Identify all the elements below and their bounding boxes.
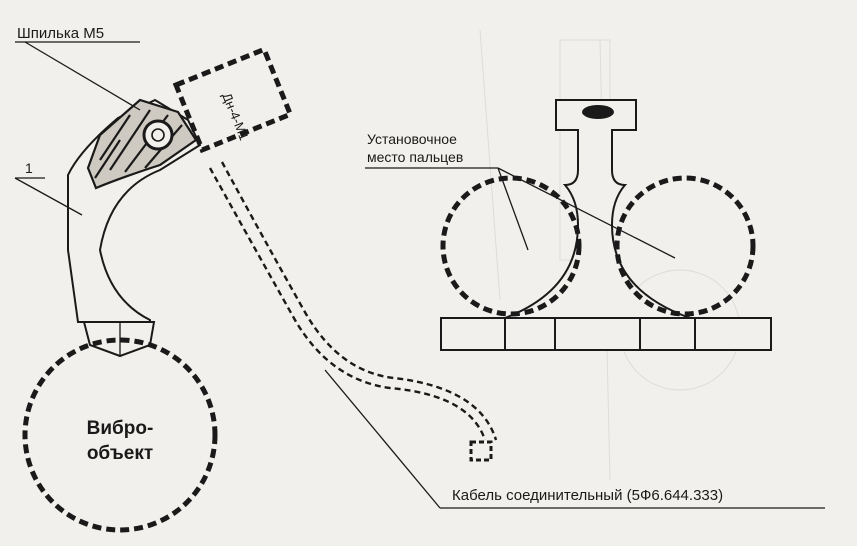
holder-bolt bbox=[582, 105, 614, 119]
mounting-label-line2: место пальцев bbox=[367, 149, 463, 165]
object-label-line1: Вибро- bbox=[87, 418, 154, 439]
stud-nut-inner bbox=[151, 128, 165, 142]
stud-leader bbox=[24, 41, 141, 111]
clamp-prism bbox=[82, 321, 156, 358]
stud-nut bbox=[142, 119, 174, 151]
vibro-object bbox=[22, 337, 218, 533]
base-bar bbox=[440, 317, 772, 351]
mount-leader-right bbox=[497, 167, 676, 259]
part-number-label: 1 bbox=[25, 160, 33, 176]
object-label-line2: объект bbox=[87, 443, 153, 464]
sensor-box bbox=[172, 46, 294, 154]
finger-left bbox=[440, 175, 582, 317]
finger-holder bbox=[504, 99, 691, 319]
mount-leader-left bbox=[497, 167, 529, 251]
cable-label: Кабель соединительный (5Ф6.644.333) bbox=[452, 487, 723, 504]
cable-leader bbox=[324, 369, 441, 509]
cable-connector bbox=[469, 440, 493, 462]
part1-leader bbox=[14, 177, 83, 216]
stud-label: Шпилька М5 bbox=[17, 25, 104, 42]
mounting-label-line1: Установочное bbox=[367, 131, 457, 147]
cable bbox=[208, 161, 498, 441]
sensor-label: Дн-4-М1 bbox=[219, 91, 252, 143]
finger-right bbox=[614, 175, 756, 317]
